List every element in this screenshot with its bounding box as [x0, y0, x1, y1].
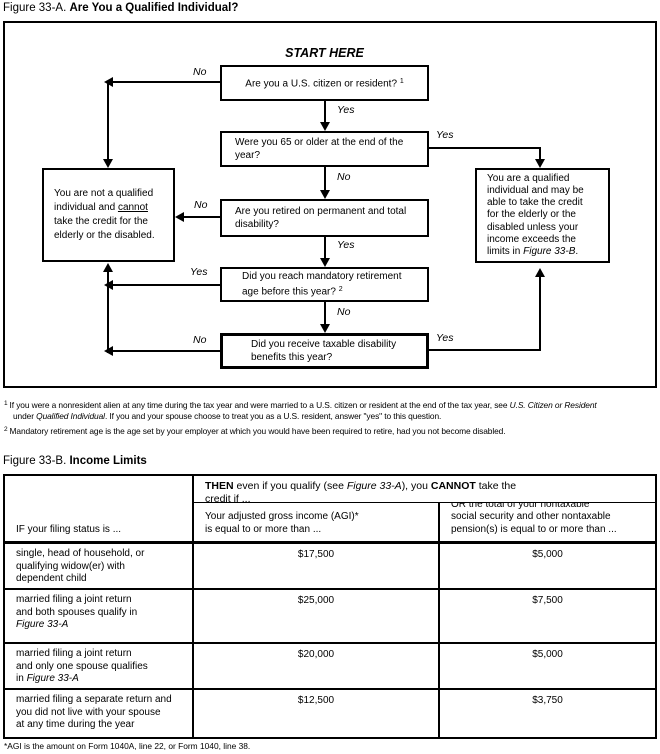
connector-benefits-no-h — [113, 350, 220, 352]
label-retired-no: No — [194, 199, 208, 211]
row-joint-both-status: married filing a joint return and both s… — [5, 590, 194, 644]
row-joint-both-agi: $25,000 — [194, 590, 440, 644]
not-qualified-text: You are not a qualified individual and c… — [54, 188, 155, 241]
arrowhead-down-benefits — [320, 324, 330, 333]
outcome-box-not-qualified: You are not a qualified individual and c… — [42, 168, 175, 262]
arrowhead-left-mandatory-yes — [104, 280, 113, 290]
label-benefits-yes: Yes — [436, 332, 454, 344]
figure-b-label: Figure 33-B. — [3, 455, 67, 467]
connector-retired-no-h — [184, 216, 220, 218]
label-benefits-no: No — [193, 334, 207, 346]
row-joint-one-pension: $5,000 — [440, 644, 655, 690]
connector-benefits-yes-v — [539, 277, 541, 351]
arrowhead-left-retired-no — [175, 212, 184, 222]
row-separate-agi: $12,500 — [194, 690, 440, 737]
outcome-box-qualified: You are a qualified individual and may b… — [475, 168, 610, 263]
arrowhead-down-mandatory — [320, 258, 330, 267]
arrowhead-up-qualified — [535, 268, 545, 277]
figure-a-label: Figure 33-A. — [3, 2, 67, 14]
footnote-ref-1: 1 — [399, 78, 404, 86]
label-mandatory-no: No — [337, 306, 351, 318]
question-box-age65: Were you 65 or older at the end of the y… — [220, 131, 429, 167]
question-box-retired: Are you retired on permanent and total d… — [220, 199, 429, 237]
header-agi: Your adjusted gross income (AGI)* is equ… — [194, 503, 440, 544]
row-single-pension: $5,000 — [440, 544, 655, 590]
arrowhead-down-retired — [320, 190, 330, 199]
row-joint-one-agi: $20,000 — [194, 644, 440, 690]
row-single-agi: $17,500 — [194, 544, 440, 590]
question-box-mandatory-age: Did you reach mandatory retirement age b… — [220, 267, 429, 302]
label-mandatory-yes: Yes — [190, 266, 208, 278]
connector-age65-to-retired — [324, 167, 326, 190]
connector-citizen-to-age65 — [324, 101, 326, 122]
connector-retired-to-mandatory — [324, 237, 326, 258]
arrowhead-down-qualified — [535, 159, 545, 168]
row-separate-pension: $3,750 — [532, 695, 563, 706]
row-separate-status: married filing a separate return and you… — [5, 690, 194, 737]
figure-a-title: Figure 33-A. Are You a Qualified Individ… — [3, 2, 238, 14]
connector-mandatory-to-benefits — [324, 302, 326, 324]
label-citizen-no: No — [193, 66, 207, 78]
question-box-citizen: Are you a U.S. citizen or resident? 1 — [220, 65, 429, 101]
figure-b-heading: Income Limits — [69, 455, 147, 467]
start-here-label: START HERE — [285, 46, 364, 60]
row-single-status: single, head of household, or qualifying… — [5, 544, 194, 590]
arrowhead-down-age65 — [320, 122, 330, 131]
question-box-disability-benefits: Did you receive taxable disability benef… — [220, 333, 429, 369]
label-age65-no: No — [337, 171, 351, 183]
footnote-ref-2: 2 — [338, 286, 343, 294]
arrowhead-up-not-qualified — [103, 263, 113, 272]
header-pension: OR the total of your nontaxable social s… — [440, 503, 655, 544]
row-joint-both-pension: $7,500 — [440, 590, 655, 644]
connector-age65-yes-h — [429, 147, 541, 149]
label-age65-yes: Yes — [436, 129, 454, 141]
income-limits-table: IF your filing status is ... THEN even i… — [3, 474, 657, 739]
figure-a-heading: Are You a Qualified Individual? — [69, 2, 239, 14]
question-citizen-text: Are you a U.S. citizen or resident? 1 — [245, 78, 404, 90]
question-mandatory-text: Did you reach mandatory retirement age b… — [242, 271, 402, 298]
row-joint-one-status: married filing a joint return and only o… — [5, 644, 194, 690]
connector-benefits-yes-h — [429, 349, 541, 351]
connector-citizen-no-h — [113, 81, 220, 83]
connector-left-merge-v — [107, 272, 109, 353]
agi-footnote: *AGI is the amount on Form 1040A, line 2… — [4, 741, 251, 751]
header-then: THEN even if you qualify (see Figure 33-… — [194, 476, 655, 503]
qualified-text: You are a qualified individual and may b… — [487, 172, 584, 257]
figure-b-title: Figure 33-B. Income Limits — [3, 455, 147, 467]
connector-age65-yes-v — [539, 147, 541, 161]
label-retired-yes: Yes — [337, 239, 355, 251]
label-citizen-yes: Yes — [337, 104, 355, 116]
header-filing-status: IF your filing status is ... — [5, 476, 194, 544]
arrowhead-left-benefits-no — [104, 346, 113, 356]
arrowhead-down-not-qualified — [103, 159, 113, 168]
connector-citizen-no-v — [107, 82, 109, 160]
connector-mandatory-yes-h — [113, 284, 220, 286]
